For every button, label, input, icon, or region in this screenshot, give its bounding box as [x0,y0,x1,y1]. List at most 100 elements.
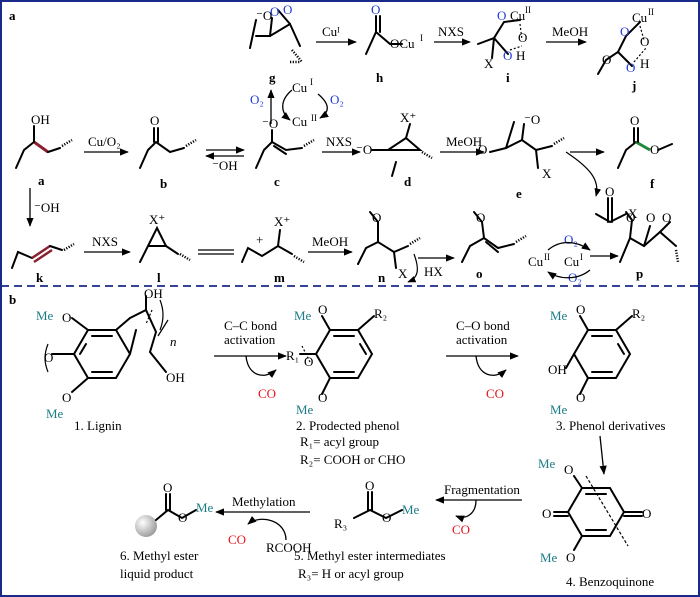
label-phenol-derivatives: 3. Phenol derivatives [556,418,665,433]
o-o: O [476,210,485,225]
pd-me-bot: Me [550,402,568,417]
product-o1: O [163,480,172,495]
j-o3: O [602,52,611,67]
compound-j: O Cu II O O O H j [597,7,654,93]
phenol-derivative-structure: Me O R₂ OH O Me [548,302,645,417]
g-o1: O [270,4,279,19]
reagent-cu-o2: Cu/O₂ [88,134,121,149]
i-cu: Cu [510,8,526,23]
o-cu-right: Cu [564,254,580,269]
e-x: X [542,166,552,181]
i-h: H [516,48,525,63]
pp-me-top: Me [294,308,312,323]
compound-g: ⁻O O O g [249,2,303,85]
o-cycle-arrow-top [547,241,591,251]
g-o2: O [283,2,292,17]
label-a: a [38,173,45,188]
a-oh: OH [31,112,50,127]
co-release-1: CO [258,386,276,401]
cycle-cu-bottom-ox: II [311,113,317,123]
cycle-cu-top: Cu [292,80,308,95]
pd-oh: OH [548,362,567,377]
o-cycle-arrow-bottom [547,269,591,280]
compound-k: k [11,242,75,285]
pp-me-bot: Me [296,402,314,417]
label-n: n [378,270,386,285]
co-release-3: CO [452,522,470,537]
co-release-arrow-1 [245,355,277,379]
j-o2: O [640,34,649,49]
compound-a: OH a [15,112,73,188]
f-o1: O [630,113,639,128]
byproduct-hx: HX [424,264,443,279]
label-o: o [476,266,483,281]
m-xplus: X⁺ [274,214,290,229]
p-o3: O [662,210,671,225]
methyl-ester-product-structure: O O Me [135,480,214,537]
pp-o-mid: O [304,354,313,369]
methylation-in-arrow [247,515,287,541]
product-me: Me [196,500,214,515]
cc-activation-1: C–C bond [224,318,278,333]
bq-me-top: Me [538,456,556,471]
j-h: H [640,56,649,71]
pp-r1: R₁ [286,348,299,363]
r3-definition: R₃= H or acyl group [298,566,404,581]
byproduct-x: X [628,206,638,221]
pd-r2: R₂ [632,306,645,321]
f-o2: O [650,142,659,157]
product-sphere [135,515,157,537]
reagent-nxs-1: NXS [438,24,464,39]
step-fragmentation: Fragmentation [444,482,520,497]
cc-activation-2: activation [224,332,276,347]
reagent-oh-1: ⁻OH [212,158,238,173]
step-methylation: Methylation [232,494,296,509]
lignin-structure: Me O O O Me OH OH n [36,286,185,421]
compound-m: + X⁺ m [241,214,305,285]
mei-o1: O [365,478,374,493]
panel-b-label: b [9,292,16,307]
methyl-ester-intermediate-structure: O O R₃ Me [334,478,420,531]
compound-n: O X n [357,210,421,285]
reagent-nxs-3: NXS [92,234,118,249]
label-lignin: 1. Lignin [74,418,122,433]
bq-o-right: O [642,506,651,521]
compound-e: O ⁻O X e [478,112,602,201]
co-release-arrow-3 [455,499,477,523]
n-x: X [398,266,408,281]
lignin-o-bot: O [62,390,71,405]
co-release-4: CO [228,532,246,547]
o-cu-right-ox: I [580,252,583,262]
compound-p: O O O p [619,210,680,281]
co-activation-2: activation [456,332,508,347]
co-release-2: CO [486,386,504,401]
o-cu-left: Cu [528,254,544,269]
bq-o-left: O [542,506,551,521]
arrow-phenol-benzoquinone [599,435,607,475]
reagent-meoh-3: MeOH [312,234,348,249]
pp-o-bot: O [318,390,327,405]
reagent-meoh-2: MeOH [446,134,482,149]
cycle-arrow-left [281,89,293,121]
label-ester-intermediates: 5. Methyl ester intermediates [294,548,446,563]
protected-phenol-structure: Me O R₂ R₁ O O Me [286,302,387,417]
lignin-o-top: O [62,310,71,325]
label-j: j [631,78,636,93]
compound-f: O O f [617,113,673,191]
o-o2-top: O₂ [564,232,578,247]
bq-me-bot: Me [540,550,558,565]
label-b: b [160,176,167,191]
co-release-arrow-2 [475,355,507,379]
compound-h: O OCu I h [365,2,423,85]
label-f: f [650,176,655,191]
label-k: k [36,270,44,285]
reagent-meoh-1: MeOH [552,24,588,39]
j-cu: Cu [632,10,648,25]
byproduct-o: O [605,184,614,199]
h-ocu: OCu [390,36,415,51]
mei-r3: R₃ [334,516,347,531]
lignin-me-bot: Me [46,406,64,421]
reagent-cu-i: Cuᴵ [322,24,340,39]
i-o1: O [497,8,506,23]
